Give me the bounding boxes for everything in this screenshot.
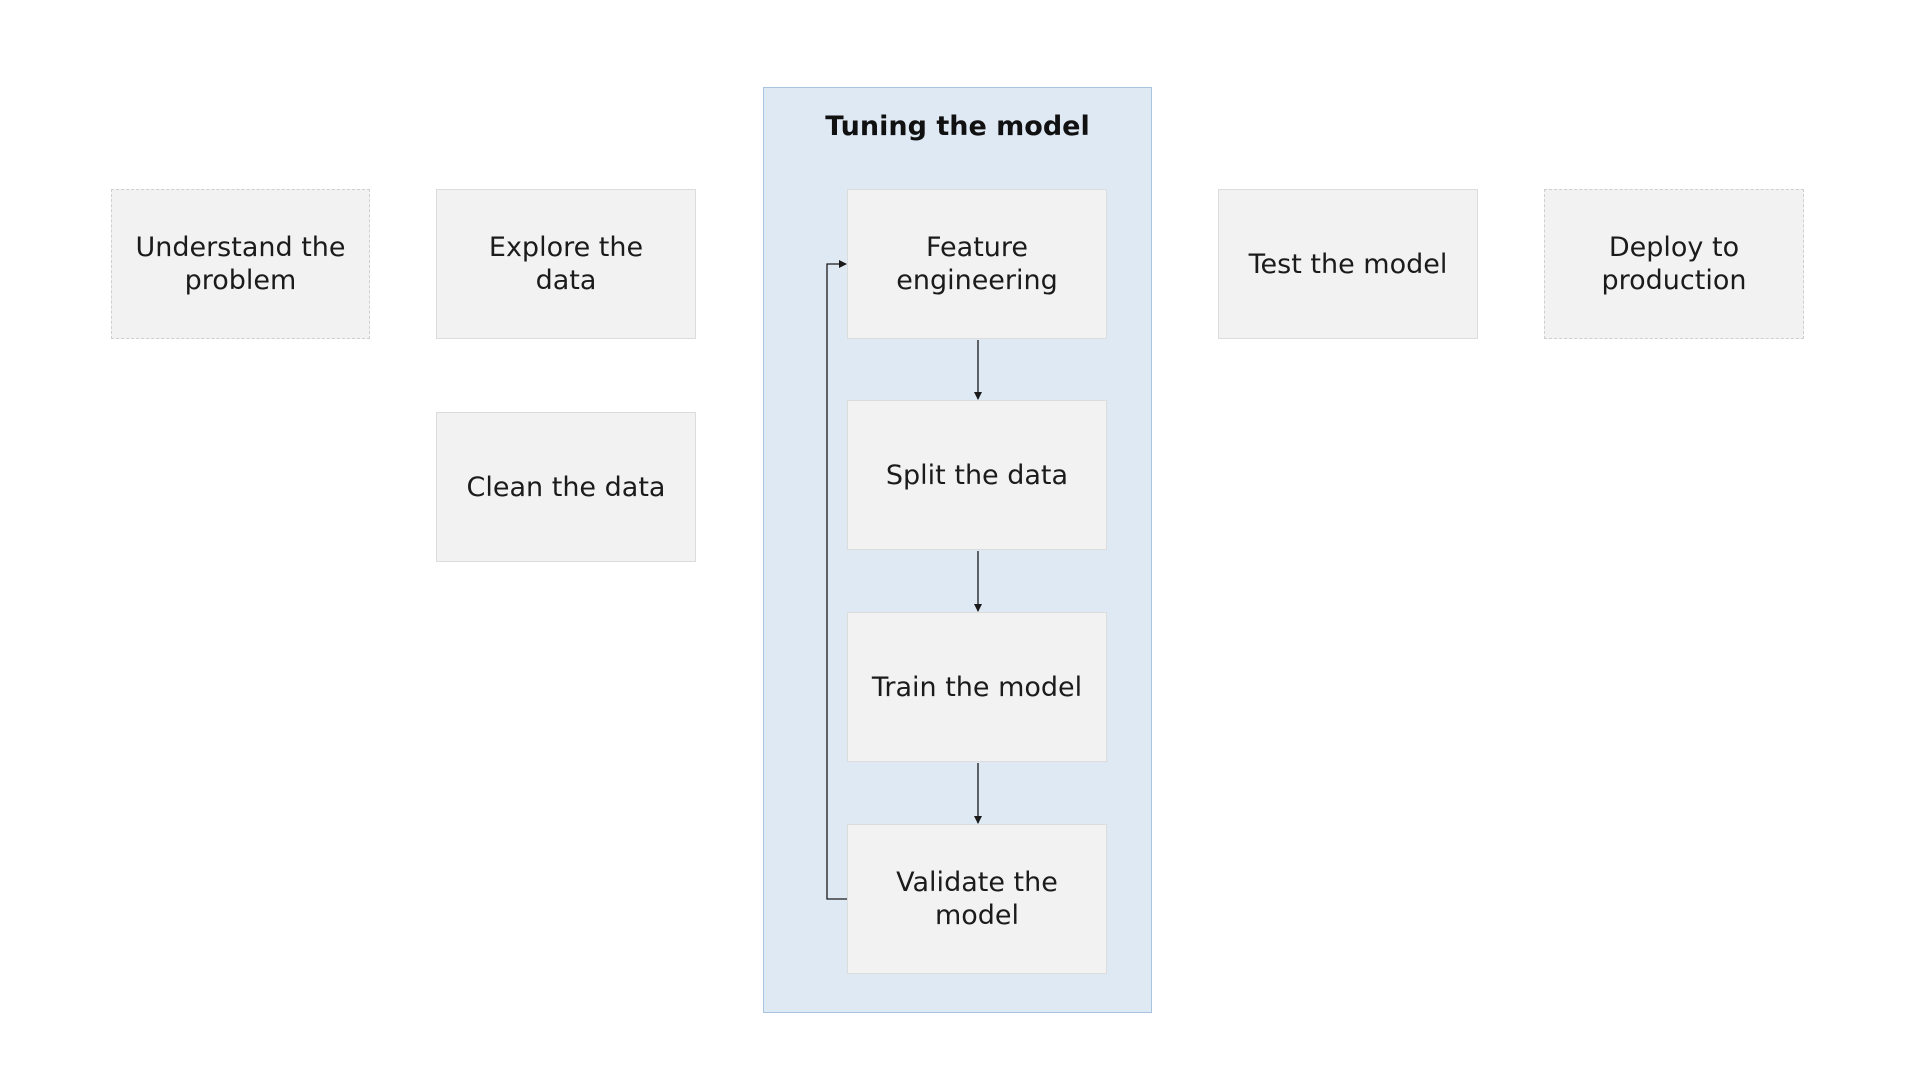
step-explore-the-data: Explore the data [436, 189, 696, 339]
step-test-the-model: Test the model [1218, 189, 1478, 339]
step-train-the-model: Train the model [847, 612, 1107, 762]
step-deploy-to-production: Deploy to production [1544, 189, 1804, 339]
step-understand-the-problem: Understand the problem [111, 189, 370, 339]
step-feature-engineering: Feature engineering [847, 189, 1107, 339]
step-validate-the-model: Validate the model [847, 824, 1107, 974]
step-clean-the-data: Clean the data [436, 412, 696, 562]
group-title: Tuning the model [825, 111, 1090, 142]
step-split-the-data: Split the data [847, 400, 1107, 550]
